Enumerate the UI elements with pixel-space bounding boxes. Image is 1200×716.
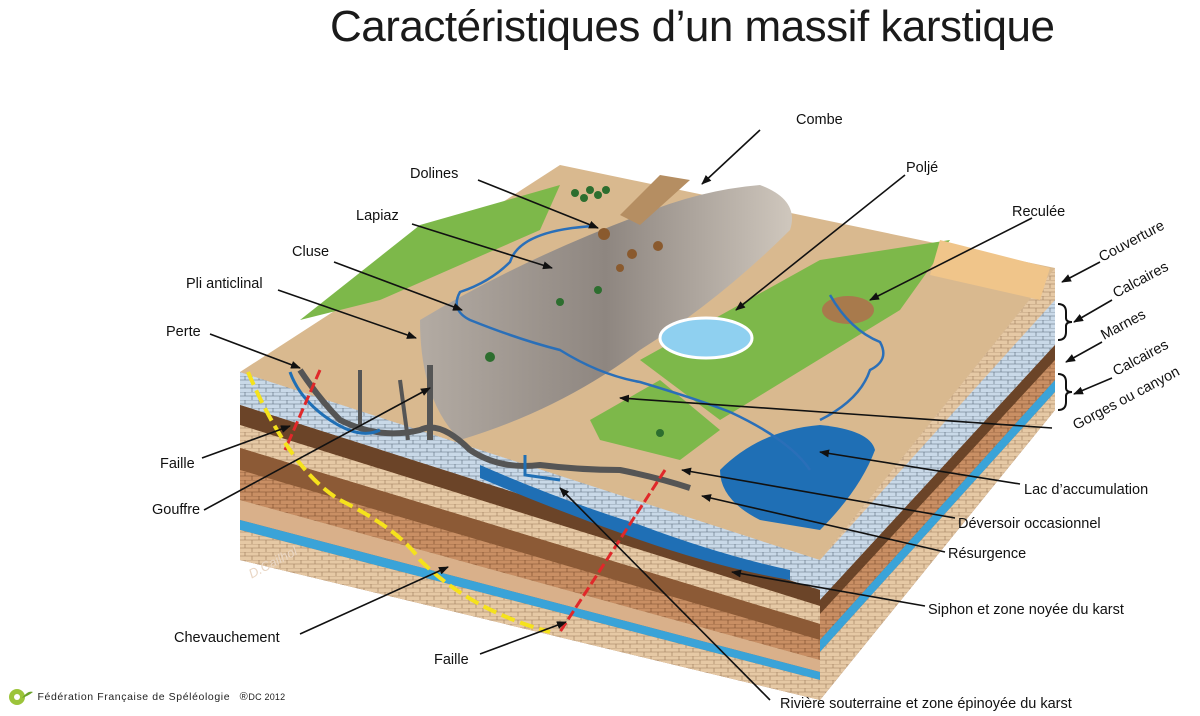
faults bbox=[246, 369, 667, 634]
label-couverture: Couverture bbox=[1096, 218, 1167, 266]
label-gouffre: Gouffre bbox=[152, 502, 200, 518]
label-dolines: Dolines bbox=[410, 166, 458, 182]
label-perte: Perte bbox=[166, 324, 201, 340]
label-riviere: Rivière souterraine et zone épinoyée du … bbox=[780, 696, 1072, 712]
label-faille-bottom: Faille bbox=[434, 652, 469, 668]
underground-network bbox=[288, 365, 691, 491]
label-lapiaz: Lapiaz bbox=[356, 208, 399, 224]
footer: Fédération Française de Spéléologie ®DC … bbox=[8, 686, 285, 708]
label-resurgence: Résurgence bbox=[948, 546, 1026, 562]
side-face-strata bbox=[820, 268, 1055, 700]
strata-braces bbox=[1057, 303, 1073, 411]
label-siphon: Siphon et zone noyée du karst bbox=[928, 602, 1124, 618]
footer-org: Fédération Française de Spéléologie bbox=[37, 690, 231, 703]
leader-lines bbox=[201, 129, 1113, 701]
label-faille-left: Faille bbox=[160, 456, 195, 472]
footer-registered: ® bbox=[239, 690, 249, 703]
label-deversoir: Déversoir occasionnel bbox=[958, 516, 1101, 532]
ffs-logo-icon bbox=[9, 689, 33, 705]
label-polje: Poljé bbox=[906, 160, 938, 176]
label-chevauchement: Chevauchement bbox=[174, 630, 280, 646]
label-reculee: Reculée bbox=[1012, 204, 1065, 220]
label-cluse: Cluse bbox=[292, 244, 329, 260]
label-marnes: Marnes bbox=[1098, 307, 1148, 344]
top-surface bbox=[240, 165, 1055, 560]
page-title: Caractéristiques d’un massif karstique bbox=[330, 2, 1055, 51]
label-pli-anticlinal: Pli anticlinal bbox=[186, 276, 263, 292]
footer-dc: DC 2012 bbox=[248, 691, 286, 702]
label-combe: Combe bbox=[796, 112, 843, 128]
label-calcaires-1: Calcaires bbox=[1110, 259, 1171, 302]
label-lac: Lac d’accumulation bbox=[1024, 482, 1148, 498]
